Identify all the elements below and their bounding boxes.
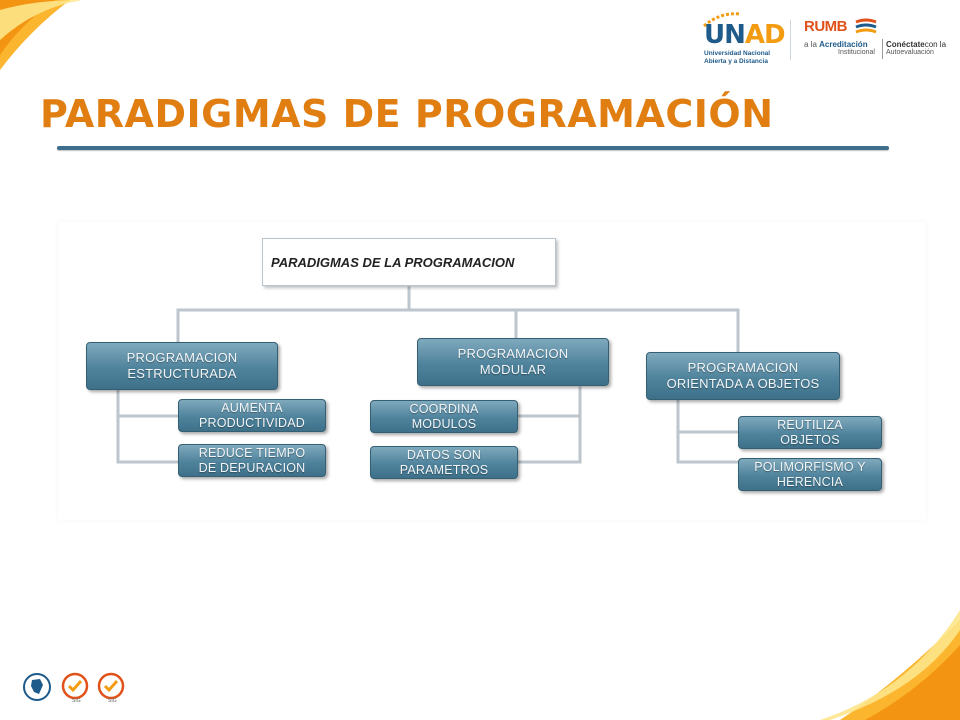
leaf-datos-son-parametros: DATOS SON PARAMETROS — [370, 446, 518, 479]
conectate-label: Conéctatecon la — [886, 40, 947, 49]
rumbo-separator — [882, 39, 883, 59]
colombia-map-icon — [23, 673, 51, 701]
unad-subtitle: Universidad Nacional Abierta y a Distanc… — [704, 50, 771, 65]
badge-label: SIG — [108, 698, 117, 704]
rumbo-logo: RUMB a la Acreditación Institucional Con… — [804, 18, 954, 62]
top-left-swoosh-icon — [0, 0, 82, 70]
branch-programacion-orientada-objetos: PROGRAMACION ORIENTADA A OBJETOS — [646, 352, 840, 400]
leaf-coordina-modulos: COORDINA MODULOS — [370, 400, 518, 433]
leaf-reduce-tiempo-depuracion: REDUCE TIEMPO DE DEPURACION — [178, 444, 326, 477]
badge-label: SIG — [72, 698, 81, 704]
rumbo-flag-icon — [855, 18, 877, 34]
branch-programacion-estructurada: PROGRAMACION ESTRUCTURADA — [86, 342, 278, 390]
diagram-root-node: PARADIGMAS DE LA PROGRAMACION — [262, 238, 556, 286]
page-title: PARADIGMAS DE PROGRAMACIÓN — [40, 92, 774, 136]
unad-arc-icon — [703, 12, 741, 28]
unad-wordmark: UNAD — [704, 20, 786, 50]
certification-badge-icon — [97, 672, 125, 700]
logo-separator — [790, 20, 791, 60]
leaf-aumenta-productividad: AUMENTA PRODUCTIVIDAD — [178, 399, 326, 432]
leaf-reutiliza-objetos: REUTILIZA OBJETOS — [738, 416, 882, 449]
title-underline — [57, 146, 889, 150]
rumbo-subtitle-2: Institucional — [838, 49, 875, 56]
certification-badge-icon — [61, 672, 89, 700]
rumbo-subtitle: a la Acreditación — [804, 40, 868, 49]
footer-certification-logos: SIG SIG — [22, 670, 132, 706]
unad-logo: UNAD Universidad Nacional Abierta y a Di… — [700, 10, 786, 72]
leaf-polimorfismo-herencia: POLIMORFISMO Y HERENCIA — [738, 458, 882, 491]
branch-programacion-modular: PROGRAMACION MODULAR — [417, 338, 609, 386]
autoevaluacion-label: Autoevaluación — [886, 49, 934, 56]
bottom-right-swoosh-icon — [820, 610, 960, 720]
rumbo-wordmark: RUMB — [804, 18, 848, 35]
